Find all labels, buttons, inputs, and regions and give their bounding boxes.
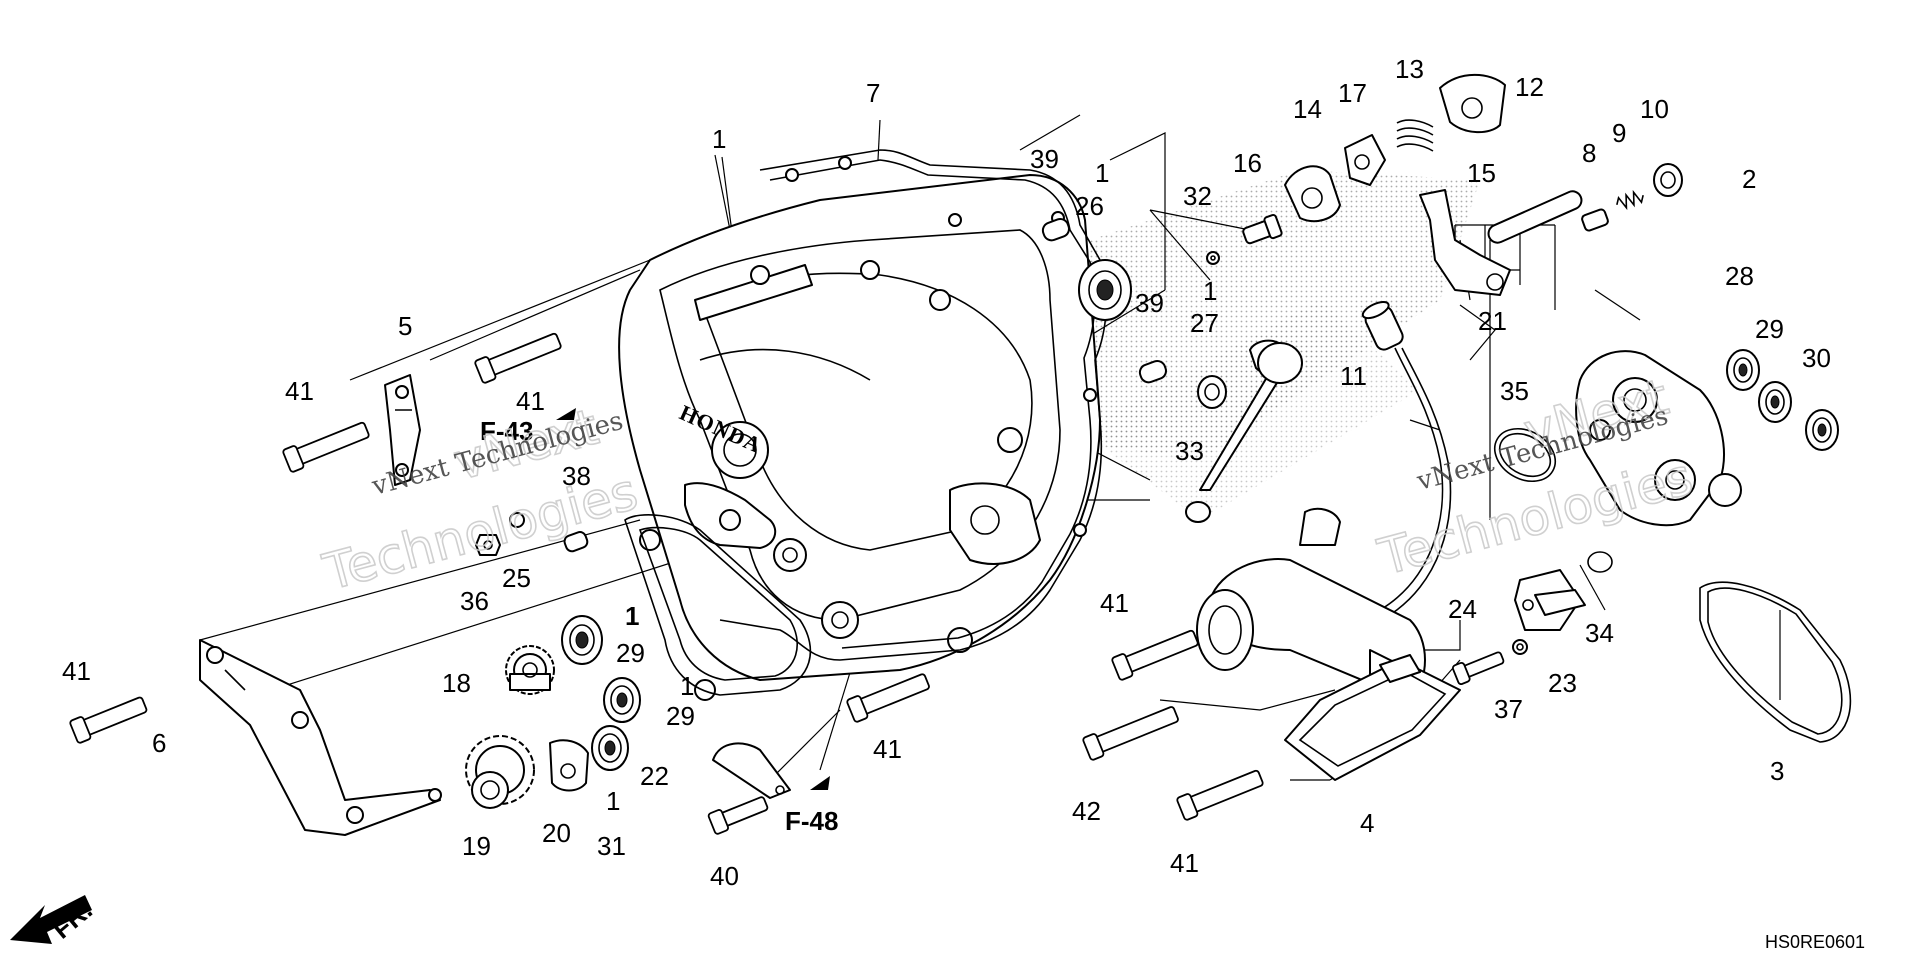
callout-9: 9 xyxy=(1612,118,1626,148)
diagram-code: HS0RE0601 xyxy=(1765,932,1865,952)
cover-plate xyxy=(1284,654,1461,781)
cable-clamp xyxy=(384,374,421,486)
callout-21: 21 xyxy=(1478,306,1507,336)
sensor xyxy=(1514,569,1586,631)
dowel-pins xyxy=(475,163,1683,655)
callout-24: 24 xyxy=(1448,594,1477,624)
callout-5: 5 xyxy=(398,311,412,341)
callout-1: 1 xyxy=(606,786,620,816)
shift-mechanism xyxy=(1284,73,1583,296)
callout-numbers: 1 1 1 1 1 1 2 3 4 5 6 7 8 9 10 11 12 13 … xyxy=(62,54,1831,891)
oil-dipstick xyxy=(1185,339,1303,523)
callout-19: 19 xyxy=(462,831,491,861)
callout-20: 20 xyxy=(542,818,571,848)
callout-6: 6 xyxy=(152,728,166,758)
crankcase-cover: HONDA xyxy=(618,174,1101,701)
callout-39: 39 xyxy=(1030,144,1059,174)
flange-bolts xyxy=(69,332,1505,835)
bearings xyxy=(561,259,1839,771)
callout-40: 40 xyxy=(710,861,739,891)
callout-2: 2 xyxy=(1742,164,1756,194)
callout-18: 18 xyxy=(442,668,471,698)
callout-22: 22 xyxy=(640,761,669,791)
callout-29: 29 xyxy=(666,701,695,731)
callout-8: 8 xyxy=(1582,138,1596,168)
front-arrow-icon: FR. xyxy=(10,895,98,945)
callout-12: 12 xyxy=(1515,72,1544,102)
callout-17: 17 xyxy=(1338,78,1367,108)
callout-41: 41 xyxy=(1100,588,1129,618)
callout-39: 39 xyxy=(1135,288,1164,318)
callout-26: 26 xyxy=(1075,191,1104,221)
callout-41: 41 xyxy=(62,656,91,686)
callout-1: 1 xyxy=(680,671,694,701)
callout-36: 36 xyxy=(460,586,489,616)
callout-29: 29 xyxy=(1755,314,1784,344)
callout-10: 10 xyxy=(1640,94,1669,124)
callout-29: 29 xyxy=(616,638,645,668)
bracket xyxy=(199,639,442,836)
front-marker: FR. xyxy=(47,895,98,945)
callout-33: 33 xyxy=(1175,436,1204,466)
callout-23: 23 xyxy=(1548,668,1577,698)
callout-27: 27 xyxy=(1190,308,1219,338)
callout-1: 1 xyxy=(712,124,726,154)
callout-42: 42 xyxy=(1072,796,1101,826)
callout-3: 3 xyxy=(1770,756,1784,786)
callout-31: 31 xyxy=(597,831,626,861)
ref-f48: F-48 xyxy=(785,806,838,836)
callout-7: 7 xyxy=(866,78,880,108)
callout-30: 30 xyxy=(1802,343,1831,373)
callout-13: 13 xyxy=(1395,54,1424,84)
callout-15: 15 xyxy=(1467,158,1496,188)
callout-41: 41 xyxy=(516,386,545,416)
callout-41: 41 xyxy=(873,734,902,764)
callout-35: 35 xyxy=(1500,376,1529,406)
callout-14: 14 xyxy=(1293,94,1322,124)
callout-32: 32 xyxy=(1183,181,1212,211)
switch-cable xyxy=(1361,301,1452,617)
callout-41: 41 xyxy=(1170,848,1199,878)
callout-34: 34 xyxy=(1585,618,1614,648)
callout-4: 4 xyxy=(1360,808,1374,838)
callout-16: 16 xyxy=(1233,148,1262,178)
pump-housing xyxy=(1575,350,1742,527)
small-bracket xyxy=(712,742,791,799)
large-seal xyxy=(1699,581,1852,743)
section-references: F-43 F-48 xyxy=(480,408,838,836)
callout-1: 1 xyxy=(625,601,639,631)
callout-1: 1 xyxy=(1095,158,1109,188)
callout-25: 25 xyxy=(502,563,531,593)
cover-gasket xyxy=(719,149,1108,661)
callout-11: 11 xyxy=(1340,361,1367,391)
callout-41: 41 xyxy=(285,376,314,406)
callout-1: 1 xyxy=(1203,276,1217,306)
o-rings xyxy=(1494,427,1613,573)
ref-f43: F-43 xyxy=(480,416,533,446)
callout-28: 28 xyxy=(1725,261,1754,291)
callout-37: 37 xyxy=(1494,694,1523,724)
gears xyxy=(465,645,589,809)
callout-38: 38 xyxy=(562,461,591,491)
